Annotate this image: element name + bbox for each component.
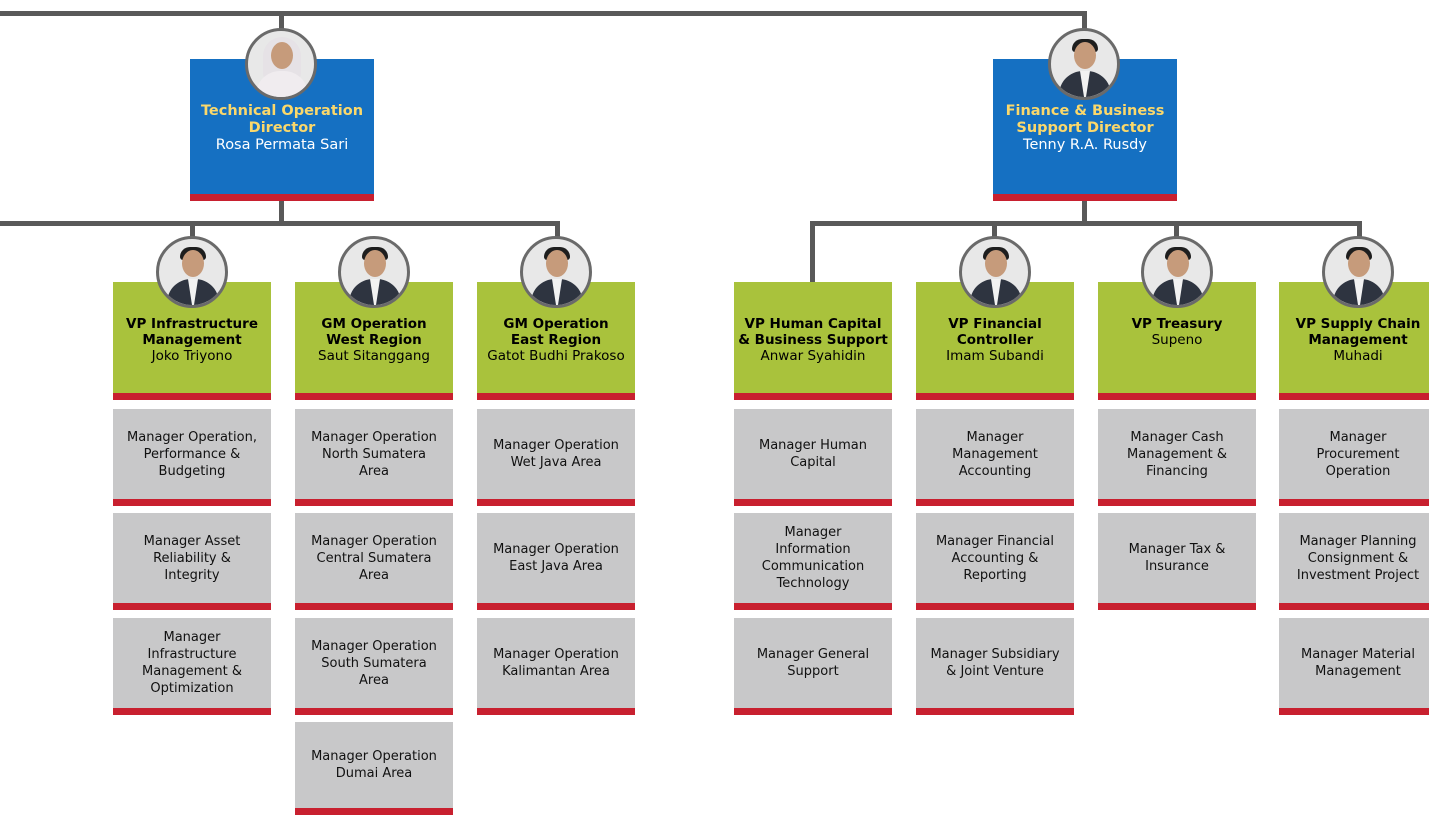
vp-title: GM Operation East Region xyxy=(503,316,609,348)
manager-title: Manager Operation North Sumatera Area xyxy=(311,429,437,479)
director-1-drop-line xyxy=(279,11,284,33)
director-title: Technical Operation Director xyxy=(200,103,364,136)
vp-5-drop-line xyxy=(992,221,997,241)
manager-title: Manager Subsidiary & Joint Venture xyxy=(930,647,1060,679)
vp-name: Muhadi xyxy=(1333,348,1383,364)
vp-title: VP Infrastructure Management xyxy=(126,316,258,348)
manager-card: Manager Cash Management & Financing xyxy=(1098,409,1256,506)
left-branch-line xyxy=(0,221,560,226)
manager-card: Manager Operation South Sumatera Area xyxy=(295,618,453,715)
manager-card: Manager Operation Kalimantan Area xyxy=(477,618,635,715)
manager-title: Manager Financial Accounting & Reporting xyxy=(935,533,1055,583)
manager-card: Manager Subsidiary & Joint Venture xyxy=(916,618,1074,715)
manager-title: Manager Operation Dumai Area xyxy=(311,749,437,781)
top-connector-line xyxy=(0,11,1087,16)
manager-title: Manager Tax & Insurance xyxy=(1128,542,1226,574)
person-photo xyxy=(1141,236,1213,308)
vp-title: VP Supply Chain Management xyxy=(1295,316,1421,348)
manager-title: Manager Operation Central Sumatera Area xyxy=(311,533,437,583)
vp-name: Saut Sitanggang xyxy=(318,348,430,364)
manager-title: Manager Operation Wet Java Area xyxy=(493,438,619,470)
manager-title: Manager Operation South Sumatera Area xyxy=(311,638,437,688)
director-2-down-line xyxy=(1082,200,1087,225)
person-photo xyxy=(1048,28,1120,100)
manager-card: Manager Operation, Performance & Budgeti… xyxy=(113,409,271,506)
vp-name: Anwar Syahidin xyxy=(760,348,866,364)
manager-card: Manager Management Accounting xyxy=(916,409,1074,506)
right-branch-line xyxy=(810,221,1362,226)
director-name: Rosa Permata Sari xyxy=(215,137,349,153)
vp-3-drop-line xyxy=(555,221,560,241)
manager-card: Manager Procurement Operation xyxy=(1279,409,1429,506)
manager-card: Manager Information Communication Techno… xyxy=(734,513,892,610)
director-2-drop-line xyxy=(1082,11,1087,33)
director-title: Finance & Business Support Director xyxy=(1005,103,1165,136)
vp-4-drop-line xyxy=(810,221,815,282)
vp-name: Gatot Budhi Prakoso xyxy=(487,348,625,364)
vp-title: GM Operation West Region xyxy=(321,316,427,348)
director-1-down-line xyxy=(279,200,284,225)
vp-title: VP Human Capital & Business Support xyxy=(738,316,888,348)
manager-card: Manager Tax & Insurance xyxy=(1098,513,1256,610)
manager-card: Manager Material Management xyxy=(1279,618,1429,715)
manager-card: Manager Operation Wet Java Area xyxy=(477,409,635,506)
manager-card: Manager Operation Central Sumatera Area xyxy=(295,513,453,610)
manager-title: Manager Asset Reliability & Integrity xyxy=(143,533,241,583)
manager-title: Manager Procurement Operation xyxy=(1316,429,1400,479)
manager-title: Manager Planning Consignment & Investmen… xyxy=(1296,533,1420,583)
manager-title: Manager Human Capital xyxy=(759,438,867,470)
manager-card: Manager General Support xyxy=(734,618,892,715)
manager-title: Manager Cash Management & Financing xyxy=(1127,429,1227,479)
vp-title: VP Financial Controller xyxy=(948,316,1042,348)
manager-card: Manager Infrastructure Management & Opti… xyxy=(113,618,271,715)
person-photo xyxy=(520,236,592,308)
manager-title: Manager Material Management xyxy=(1301,647,1415,679)
manager-card: Manager Operation North Sumatera Area xyxy=(295,409,453,506)
person-photo xyxy=(338,236,410,308)
vp-7-drop-line xyxy=(1357,221,1362,241)
manager-title: Manager Operation East Java Area xyxy=(493,542,619,574)
person-photo xyxy=(1322,236,1394,308)
vp-6-drop-line xyxy=(1174,221,1179,241)
vp-name: Supeno xyxy=(1151,332,1203,348)
person-photo xyxy=(156,236,228,308)
person-photo xyxy=(959,236,1031,308)
director-name: Tenny R.A. Rusdy xyxy=(1023,137,1147,153)
vp-name: Imam Subandi xyxy=(946,348,1044,364)
manager-title: Manager Operation Kalimantan Area xyxy=(493,647,619,679)
manager-card: Manager Operation East Java Area xyxy=(477,513,635,610)
vp-1-drop-line xyxy=(190,221,195,241)
manager-title: Manager Management Accounting xyxy=(952,429,1038,479)
manager-card: Manager Asset Reliability & Integrity xyxy=(113,513,271,610)
manager-title: Manager Infrastructure Management & Opti… xyxy=(142,630,242,696)
manager-title: Manager Operation, Performance & Budgeti… xyxy=(127,429,257,479)
manager-card: Manager Financial Accounting & Reporting xyxy=(916,513,1074,610)
person-photo xyxy=(245,28,317,100)
manager-card: Manager Operation Dumai Area xyxy=(295,722,453,815)
vp-title: VP Treasury xyxy=(1131,316,1223,332)
manager-card: Manager Human Capital xyxy=(734,409,892,506)
vp-name: Joko Triyono xyxy=(151,348,233,364)
manager-title: Manager General Support xyxy=(756,647,870,679)
manager-card: Manager Planning Consignment & Investmen… xyxy=(1279,513,1429,610)
manager-title: Manager Information Communication Techno… xyxy=(761,525,865,591)
